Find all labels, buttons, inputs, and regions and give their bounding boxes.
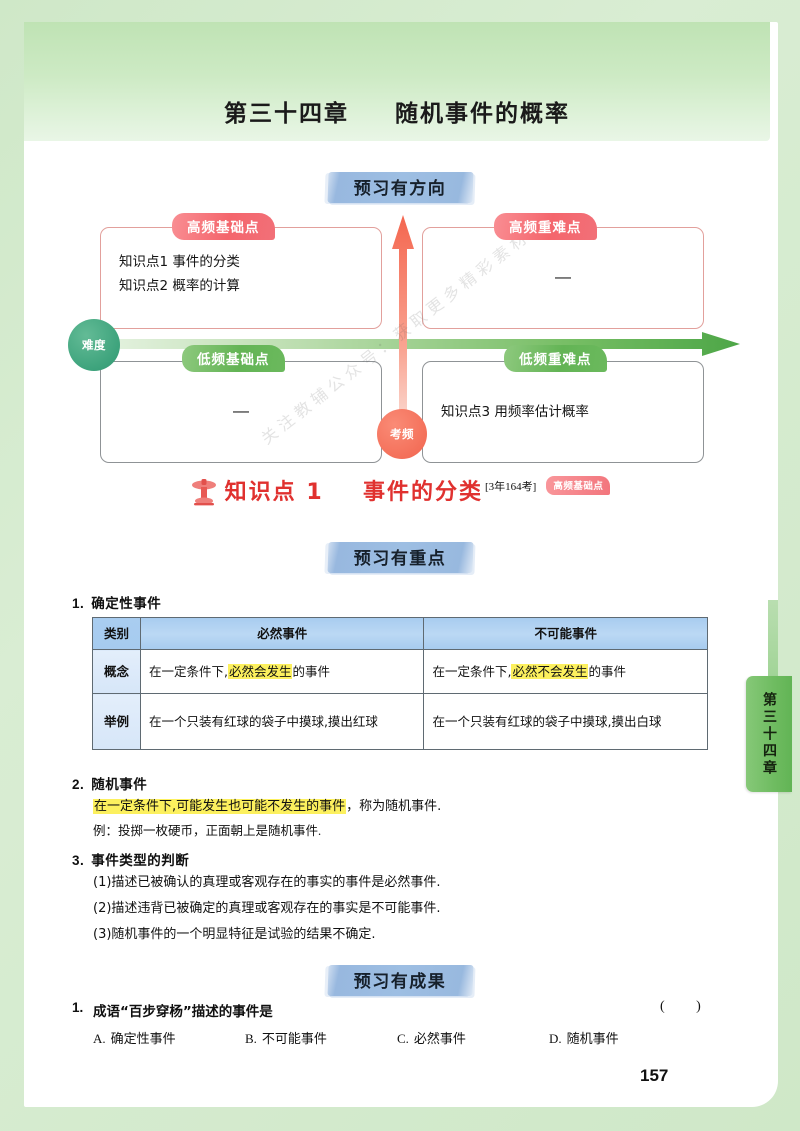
- quadrant-tl-line-2: 知识点2 概率的计算: [119, 278, 240, 294]
- quadrant-tl-lines: 知识点1 事件的分类 知识点2 概率的计算: [119, 250, 369, 298]
- concept-impossible-post: 的事件: [588, 664, 626, 679]
- banner-key-points-label: 预习有重点: [328, 540, 473, 574]
- option-c-text: 必然事件: [413, 1032, 466, 1047]
- row-key-example: 举例: [92, 693, 141, 750]
- table-row: 举例 在一个只装有红球的袋子中摸球,摸出红球 在一个只装有红球的袋子中摸球,摸出…: [92, 693, 708, 750]
- section-1-title: 确定性事件: [91, 596, 162, 612]
- random-event-definition: 在一定条件下,可能发生也可能不发生的事件，称为随机事件.: [93, 796, 441, 818]
- option-d[interactable]: D. 随机事件: [549, 1028, 701, 1047]
- random-event-example: 例：投掷一枚硬币，正面朝上是随机事件.: [93, 824, 322, 838]
- option-b[interactable]: B. 不可能事件: [245, 1028, 397, 1047]
- quadrant-high-freq-hard: —: [422, 227, 704, 329]
- option-b-text: 不可能事件: [261, 1032, 327, 1047]
- quadrant-tl-line-1: 知识点1 事件的分类: [119, 254, 240, 270]
- cell-concept-certain: 在一定条件下,必然会发生的事件: [139, 649, 425, 694]
- section-heading-1: 1. 确定性事件: [72, 592, 161, 612]
- quadrant-high-freq-basic: 知识点1 事件的分类 知识点2 概率的计算: [100, 227, 382, 329]
- quadrant-br-line-1: 知识点3 用频率估计概率: [441, 404, 589, 420]
- option-c-label: C.: [397, 1031, 409, 1046]
- quadrant-low-freq-basic: —: [100, 361, 382, 463]
- badge-high-freq-basic: 高频基础点: [172, 213, 275, 240]
- section-3-number: 3.: [72, 853, 85, 868]
- chapter-number: 第三十四章: [223, 101, 349, 127]
- cell-concept-impossible: 在一定条件下,必然不会发生的事件: [423, 649, 708, 694]
- quadrant-low-freq-hard: 知识点3 用频率估计概率: [422, 361, 704, 463]
- cell-example-impossible: 在一个只装有红球的袋子中摸球,摸出白球: [423, 693, 708, 750]
- concept-impossible-pre: 在一定条件下,: [432, 664, 512, 679]
- table-header-impossible: 不可能事件: [423, 617, 708, 650]
- option-a-label: A.: [93, 1031, 106, 1046]
- exercise-stem: 成语“百步穿杨”描述的事件是: [93, 1004, 273, 1020]
- banner-preview-direction: 预习有方向: [0, 170, 800, 204]
- knowledge-point-heading: 知识点 1 事件的分类 [3年164考] 高频基础点: [0, 474, 800, 512]
- side-rail-decoration: [768, 600, 778, 686]
- banner-results-label: 预习有成果: [328, 963, 473, 997]
- knowledge-point-name: 事件的分类: [362, 480, 483, 505]
- judgement-item-3: (3)随机事件的一个明显特征是试验的结果不确定.: [93, 927, 376, 942]
- table-row: 概念 在一定条件下,必然会发生的事件 在一定条件下,必然不会发生的事件: [92, 649, 708, 694]
- page-title: 第三十四章 随机事件的概率: [24, 94, 770, 128]
- section-2-number: 2.: [72, 777, 85, 792]
- option-b-label: B.: [245, 1031, 257, 1046]
- page-number: 157: [640, 1066, 669, 1085]
- concept-certain-post: 的事件: [292, 664, 330, 679]
- knowledge-point-title: 知识点 1 事件的分类: [220, 474, 483, 506]
- exercise-answer-blank[interactable]: ( ): [660, 999, 715, 1014]
- table-header-category: 类别: [92, 617, 141, 650]
- table-header-certain: 必然事件: [139, 617, 425, 650]
- table-header-row: 类别 必然事件 不可能事件: [92, 617, 708, 650]
- cell-example-certain: 在一个只装有红球的袋子中摸球,摸出红球: [139, 693, 425, 750]
- chapter-name: 随机事件的概率: [395, 101, 571, 127]
- section-3-title: 事件类型的判断: [91, 853, 190, 869]
- side-tab-label: 第三十四章: [761, 691, 777, 777]
- knowledge-point-label: 知识点 1: [224, 480, 324, 505]
- concept-certain-highlight: 必然会发生: [227, 664, 293, 679]
- exam-frequency-axis-arrow-icon: [392, 215, 414, 441]
- section-heading-2: 2. 随机事件: [72, 773, 147, 793]
- option-d-label: D.: [549, 1031, 562, 1046]
- chapter-header-banner: 第三十四章 随机事件的概率: [24, 22, 770, 141]
- frequency-label-text: 考频: [390, 427, 414, 441]
- banner-preview-results: 预习有成果: [0, 963, 800, 997]
- frequency-difficulty-quadrant-diagram: 难度 考频 知识点1 事件的分类 知识点2 概率的计算 — — 知识点3 用频率…: [60, 213, 740, 463]
- axis-label-exam-frequency: 考频: [377, 409, 427, 459]
- axis-label-difficulty: 难度: [68, 319, 120, 371]
- exercise-number: 1.: [72, 1000, 84, 1015]
- section-heading-3: 3. 事件类型的判断: [72, 849, 189, 869]
- option-a-text: 确定性事件: [110, 1032, 176, 1047]
- exam-count-note: [3年164考]: [484, 481, 537, 493]
- judgement-item-1: (1)描述已被确认的真理或客观存在的事实的事件是必然事件.: [93, 875, 441, 890]
- option-c[interactable]: C. 必然事件: [397, 1028, 549, 1047]
- quadrant-tr-empty-dash: —: [555, 269, 571, 286]
- banner-preview-key-points: 预习有重点: [0, 540, 800, 574]
- option-a[interactable]: A. 确定性事件: [93, 1028, 245, 1047]
- section-1-number: 1.: [72, 596, 85, 611]
- concept-certain-pre: 在一定条件下,: [148, 664, 228, 679]
- badge-low-freq-basic: 低频基础点: [182, 345, 285, 372]
- event-classification-table: 类别 必然事件 不可能事件 概念 在一定条件下,必然会发生的事件 在一定条件下,…: [92, 617, 708, 750]
- quadrant-br-lines: 知识点3 用频率估计概率: [441, 400, 691, 424]
- judgement-item-2: (2)描述违背已被确定的真理或客观存在的事实是不可能事件.: [93, 901, 441, 916]
- section-2-title: 随机事件: [91, 777, 148, 793]
- knowledge-point-tag-badge: 高频基础点: [546, 476, 611, 495]
- badge-high-freq-hard: 高频重难点: [494, 213, 597, 240]
- random-event-highlight: 在一定条件下,可能发生也可能不发生的事件: [93, 799, 347, 814]
- badge-low-freq-hard: 低频重难点: [504, 345, 607, 372]
- difficulty-axis-arrow-icon: [82, 332, 740, 356]
- exercise-options: A. 确定性事件 B. 不可能事件 C. 必然事件 D. 随机事件: [93, 1028, 703, 1047]
- random-event-tail: ，称为随机事件.: [346, 799, 442, 814]
- row-key-concept: 概念: [92, 649, 141, 694]
- lamp-icon: [191, 479, 216, 506]
- banner-direction-label: 预习有方向: [328, 170, 473, 204]
- chapter-side-tab[interactable]: 第三十四章: [746, 676, 792, 792]
- quadrant-bl-empty-dash: —: [233, 403, 249, 420]
- difficulty-label-text: 难度: [82, 338, 106, 352]
- concept-impossible-highlight: 必然不会发生: [511, 664, 589, 679]
- option-d-text: 随机事件: [566, 1032, 619, 1047]
